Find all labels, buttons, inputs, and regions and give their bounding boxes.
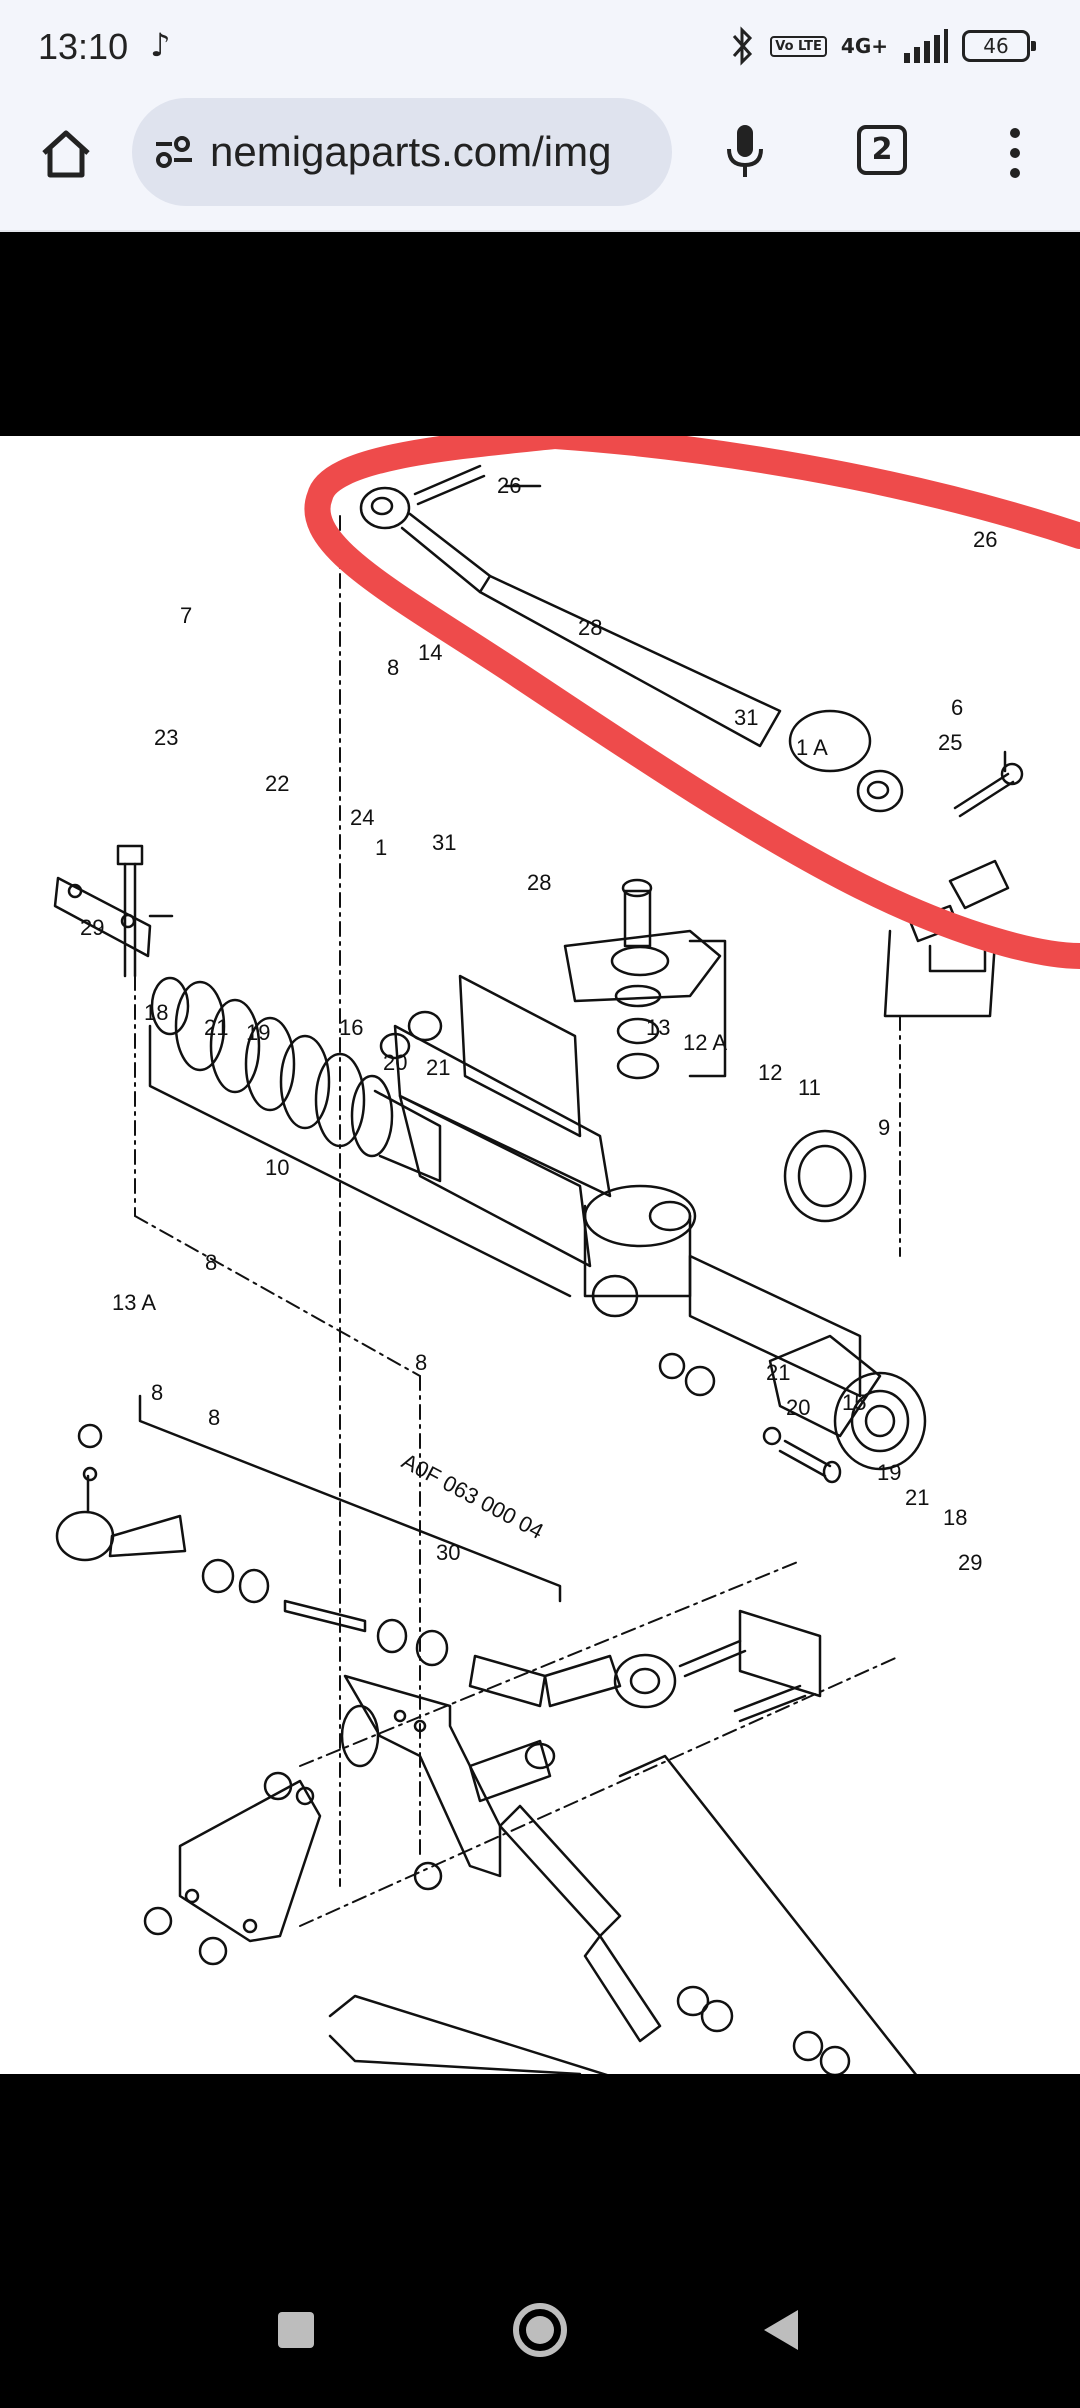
status-bar: 13:10 ♪ Vo LTE 4G+ 46: [0, 0, 1080, 96]
label-9: 9: [878, 1115, 890, 1140]
back-button[interactable]: [740, 2290, 820, 2370]
address-bar[interactable]: nemigaparts.com/img: [132, 98, 672, 206]
label-28: 28: [527, 870, 551, 895]
battery-indicator: 46: [962, 30, 1036, 62]
more-options-button[interactable]: [990, 118, 1040, 188]
home-icon: [42, 130, 90, 178]
status-indicators: Vo LTE 4G+ 46: [730, 26, 1036, 66]
label-26: 26: [973, 527, 997, 552]
label-14: 14: [418, 640, 442, 665]
label-8: 8: [151, 1380, 163, 1405]
label-18: 18: [144, 1000, 168, 1025]
label-25: 25: [938, 730, 962, 755]
label-7: 7: [180, 603, 192, 628]
label-8: 8: [387, 655, 399, 680]
label-21: 21: [204, 1015, 228, 1040]
left-tie-rod-end: [55, 1466, 187, 1562]
label-29: 29: [80, 915, 104, 940]
label-11: 11: [798, 1075, 821, 1100]
label-21: 21: [426, 1055, 450, 1080]
label-20: 20: [786, 1395, 810, 1420]
url-text: nemigaparts.com/img: [210, 128, 612, 175]
label-23: 23: [154, 725, 178, 750]
bluetooth-icon: [733, 26, 753, 66]
signal-icon: [904, 29, 948, 63]
label-8: 8: [415, 1350, 427, 1375]
label-28: 28: [578, 615, 602, 640]
status-time: 13:10: [38, 26, 129, 67]
label-24: 24: [350, 805, 374, 830]
label-13a: 13 A: [112, 1290, 156, 1315]
voice-search-button[interactable]: [710, 116, 780, 186]
steering-rack-diagram[interactable]: 26 26 7 28 8 14 31 1 A 6 25 23 22 24 1 3…: [0, 436, 1080, 2074]
rack-housing: [393, 974, 927, 1471]
label-1: 1: [375, 835, 387, 860]
recents-button[interactable]: [256, 2290, 336, 2370]
label-15: 15: [842, 1390, 866, 1415]
label-8: 8: [208, 1405, 220, 1430]
menu-dot: [1010, 148, 1020, 158]
label-31: 31: [734, 705, 758, 730]
label-1a: 1 A: [796, 735, 828, 760]
network-type: 4G+: [840, 34, 888, 58]
tiktok-icon: ♪: [150, 26, 171, 64]
label-12a: 12 A: [683, 1030, 727, 1055]
upper-tie-rod: [359, 486, 904, 813]
label-13: 13: [646, 1015, 670, 1040]
tab-switcher-button[interactable]: 2: [850, 118, 914, 182]
microphone-icon: [727, 125, 763, 177]
back-triangle-icon: [764, 2310, 798, 2350]
label-21: 21: [905, 1485, 929, 1510]
site-settings-icon[interactable]: [152, 132, 196, 172]
label-20: 20: [383, 1050, 407, 1075]
label-21: 21: [766, 1360, 790, 1385]
volte-badge: Vo LTE: [770, 35, 827, 57]
label-12: 12: [758, 1060, 782, 1085]
menu-dot: [1010, 128, 1020, 138]
menu-dot: [1010, 168, 1020, 178]
label-6: 6: [951, 695, 963, 720]
exploded-parts-drawing: 26 26 7 28 8 14 31 1 A 6 25 23 22 24 1 3…: [53, 436, 1080, 2074]
home-nav-button[interactable]: [500, 2290, 580, 2370]
grease-tube: [328, 1994, 608, 2074]
label-16: 16: [339, 1015, 363, 1040]
label-22: 22: [265, 771, 289, 796]
red-highlight-annotation: [304, 436, 1080, 969]
circle-icon: [513, 2303, 567, 2357]
label-19: 19: [246, 1020, 270, 1045]
label-8: 8: [205, 1250, 217, 1275]
rubber-boot: [150, 976, 442, 1183]
label-31: 31: [432, 830, 456, 855]
navigation-bar: [0, 2250, 1080, 2408]
label-18: 18: [943, 1505, 967, 1530]
label-29: 29: [958, 1550, 982, 1575]
label-10: 10: [265, 1155, 289, 1180]
browser-toolbar: nemigaparts.com/img 2: [0, 96, 1080, 232]
label-26: 26: [497, 473, 521, 498]
image-viewer[interactable]: 26 26 7 28 8 14 31 1 A 6 25 23 22 24 1 3…: [0, 232, 1080, 2074]
label-19: 19: [877, 1460, 901, 1485]
label-30: 30: [436, 1540, 460, 1565]
tab-count: 2: [857, 125, 907, 175]
square-icon: [278, 2312, 314, 2348]
home-button[interactable]: [30, 118, 102, 190]
